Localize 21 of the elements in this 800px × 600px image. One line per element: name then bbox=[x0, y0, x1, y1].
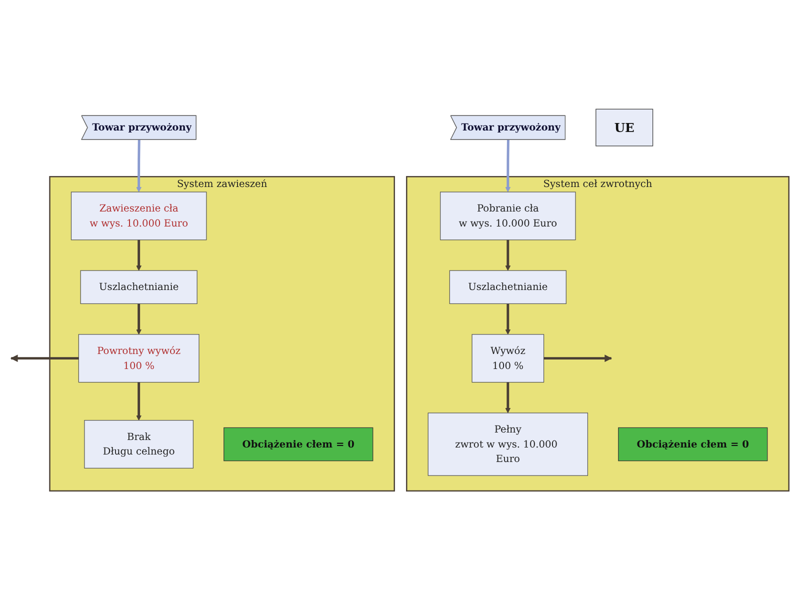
arrow bbox=[136, 382, 142, 421]
node-box: Obciążenie cłem = 0 bbox=[224, 427, 374, 462]
arrow bbox=[505, 140, 511, 192]
node-box: Zawieszenie cła w wys. 10.000 Euro bbox=[70, 192, 207, 240]
arrow bbox=[10, 354, 79, 362]
node-box: Obciążenie cłem = 0 bbox=[618, 427, 768, 462]
node-box: Brak Długu celnego bbox=[84, 420, 194, 468]
arrow bbox=[505, 304, 511, 335]
arrow bbox=[136, 240, 142, 271]
node-box: Uszlachetnianie bbox=[80, 270, 198, 304]
node-box: Uszlachetnianie bbox=[449, 270, 566, 304]
arrow bbox=[505, 240, 511, 271]
node-box: Wywóz 100 % bbox=[472, 334, 544, 383]
arrow bbox=[505, 382, 511, 414]
node-box: Pobranie cła w wys. 10.000 Euro bbox=[440, 192, 576, 240]
node-box: Pełny zwrot w wys. 10.000 Euro bbox=[428, 412, 588, 476]
node-box: Powrotny wywóz 100 % bbox=[78, 334, 200, 383]
arrow bbox=[544, 354, 612, 362]
arrow bbox=[136, 304, 142, 335]
node-box: UE bbox=[596, 108, 654, 146]
arrow bbox=[136, 140, 142, 192]
